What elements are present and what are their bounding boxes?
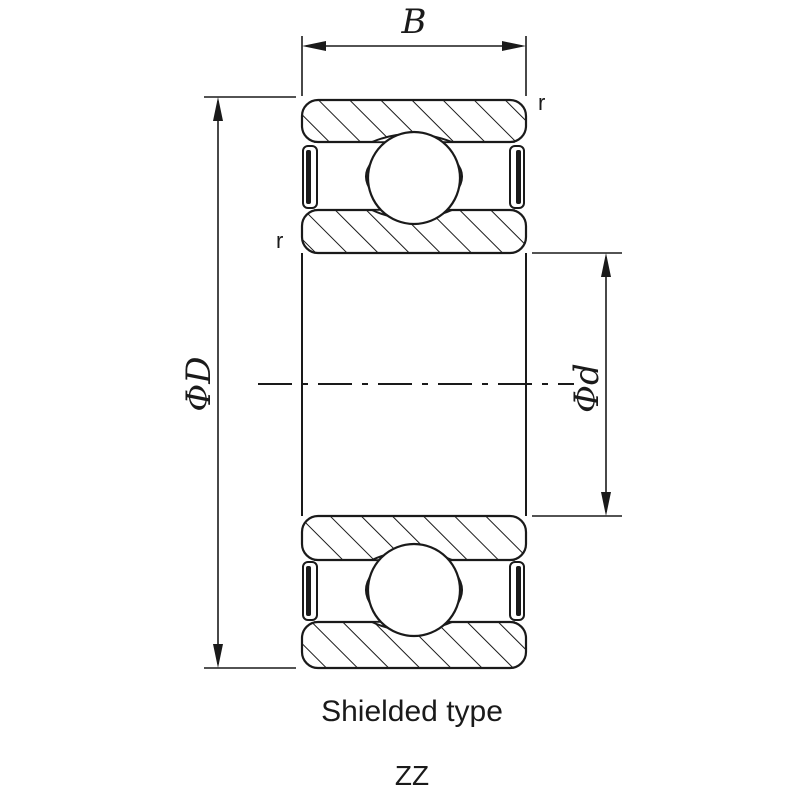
bore-diameter-label: Φd	[567, 363, 607, 413]
caption-title: Shielded type	[321, 695, 503, 728]
radius-label-top: r	[538, 90, 545, 115]
top-section	[300, 98, 528, 255]
bottom-ball	[366, 542, 462, 638]
outer-diameter-label: ΦD	[179, 356, 219, 411]
bottom-section	[300, 514, 528, 670]
top-ball	[366, 130, 462, 226]
top-left-shield	[302, 145, 318, 209]
dimension-bore-diameter: Φd	[532, 252, 622, 517]
caption-code: ZZ	[395, 760, 429, 791]
dimension-b: B	[301, 2, 527, 96]
dimension-outer-diameter: ΦD	[179, 96, 296, 669]
bottom-right-shield	[509, 561, 525, 621]
width-label: B	[401, 2, 427, 42]
bottom-left-shield	[302, 561, 318, 621]
radius-label-side: r	[276, 228, 283, 253]
top-right-shield	[509, 145, 525, 209]
